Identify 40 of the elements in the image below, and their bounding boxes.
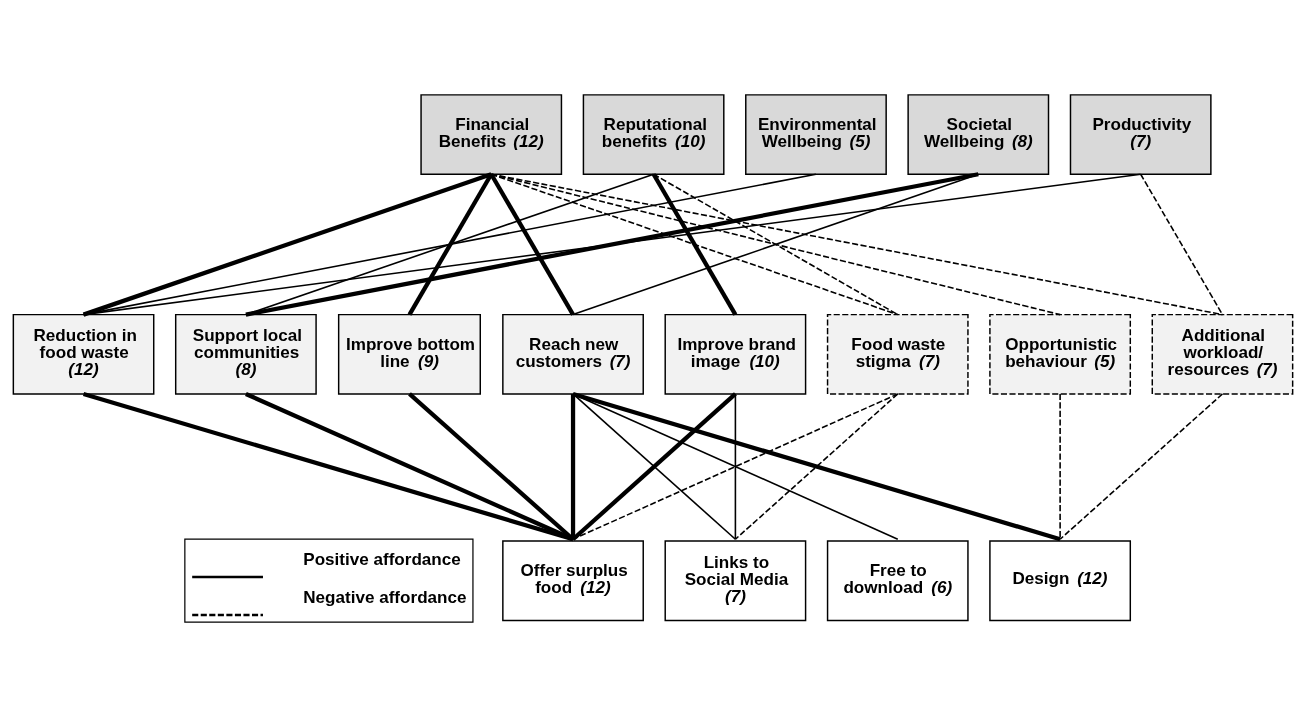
node-box: Financial Benefits (12) xyxy=(420,94,563,175)
node-box: Support local communities (8) xyxy=(174,313,317,395)
connector xyxy=(245,392,574,542)
legend-label: Negative affordance xyxy=(303,587,467,607)
connector xyxy=(490,173,1061,316)
connector xyxy=(651,173,738,316)
node-box: Food waste stigma (7) xyxy=(826,313,969,395)
node-box: Free to download (6) xyxy=(826,540,969,622)
connector xyxy=(1059,393,1224,541)
connector xyxy=(734,393,737,541)
connector xyxy=(570,393,576,540)
node-box: Reputational benefits (10) xyxy=(582,94,725,175)
node-box: Reach new customers (7) xyxy=(502,313,644,395)
connector xyxy=(572,391,1061,542)
node-box: Improve bottom line (9) xyxy=(337,313,481,395)
connector xyxy=(245,172,979,317)
connector xyxy=(490,173,1224,316)
node-box: Design (12) xyxy=(989,540,1132,622)
node-box: Opportunistic behaviour (5) xyxy=(989,313,1132,395)
node-box: Environmental Wellbeing (5) xyxy=(745,94,887,175)
connector xyxy=(82,173,817,316)
node-box: Improve brand image (10) xyxy=(664,313,807,395)
connector xyxy=(82,172,492,317)
node-box: Reduction in food waste (12) xyxy=(12,313,155,395)
node-box: Societal Wellbeing (8) xyxy=(907,94,1050,175)
connector xyxy=(82,173,1142,316)
connector xyxy=(407,173,494,316)
connector xyxy=(1139,173,1224,316)
connector xyxy=(490,173,899,316)
connector xyxy=(572,393,899,541)
connector xyxy=(489,173,575,316)
connector xyxy=(82,391,574,542)
connector xyxy=(734,393,899,541)
legend-label: Positive affordance xyxy=(303,550,461,570)
node-box: Links to Social Media (7) xyxy=(664,540,807,622)
connector xyxy=(652,173,899,316)
node-box: Productivity (7) xyxy=(1069,94,1212,175)
connector xyxy=(572,173,980,316)
node-box: Additional workload/ resources (7) xyxy=(1151,313,1294,395)
node-box: Offer surplus food (12) xyxy=(502,540,644,622)
